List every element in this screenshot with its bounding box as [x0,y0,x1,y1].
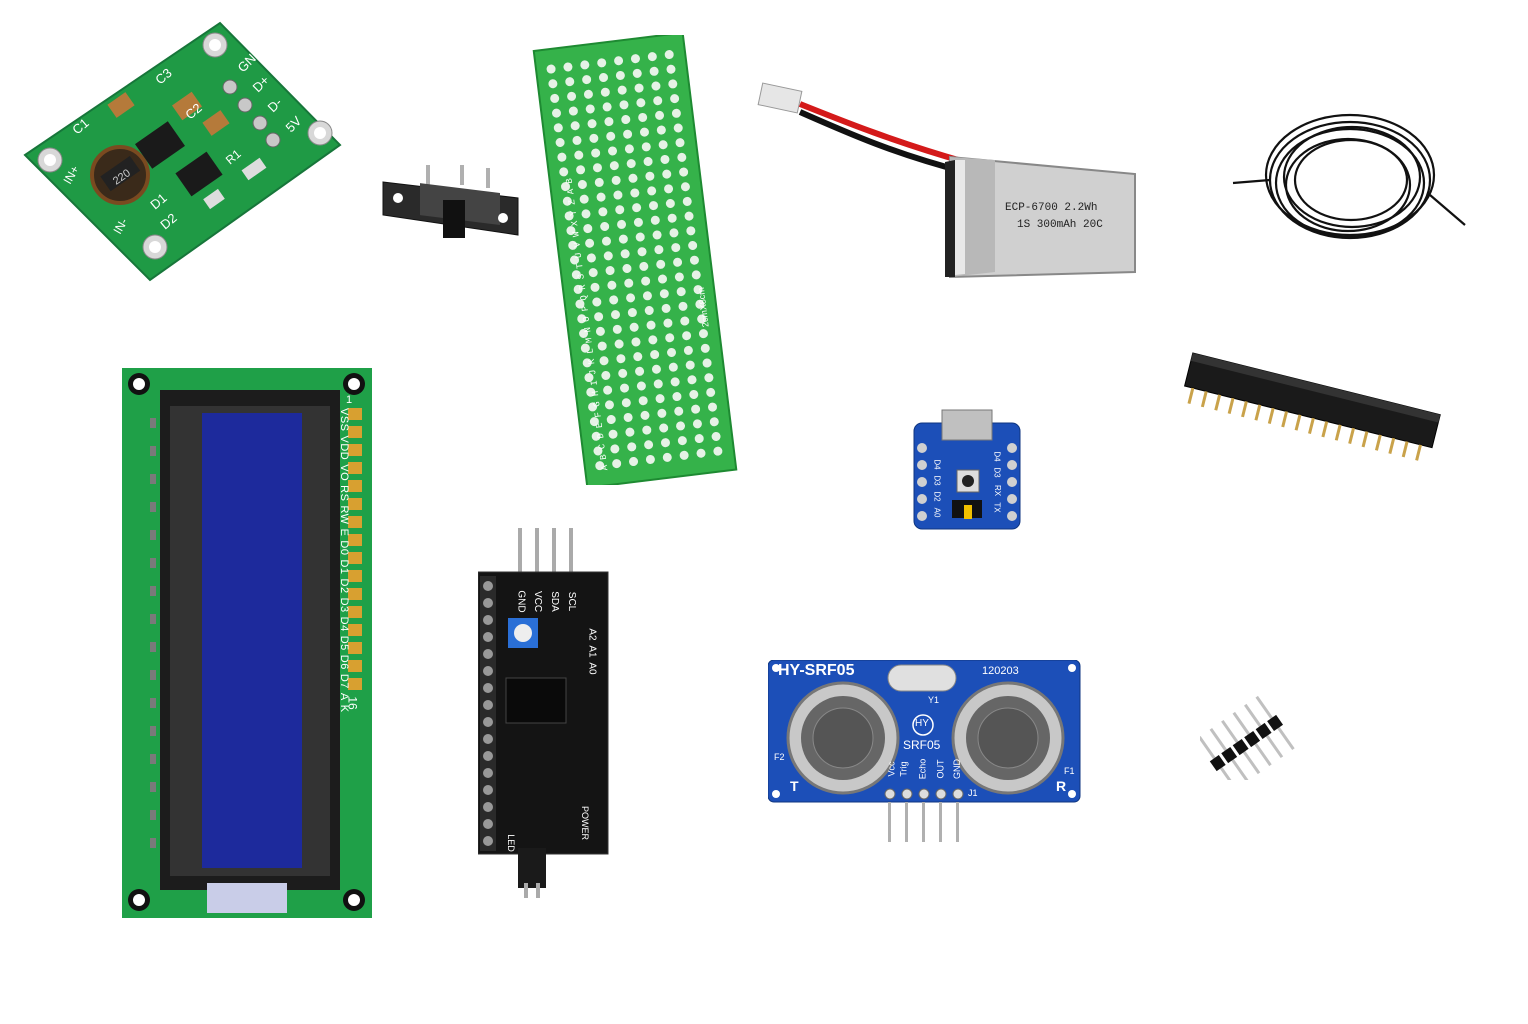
hy-srf05-ultrasonic-sensor: HY-SRF05 120203 Y1 HY SRF05 T R F2 F1 J1… [767,659,1083,845]
sensor-center-label: SRF05 [903,738,941,752]
micro-left-label-4: A0 [932,507,942,518]
label-in-minus: IN- [110,216,130,237]
sensor-t-label: T [790,778,799,794]
sensor-model: HY-SRF05 [778,662,855,679]
lcd-pin-label: VSS [338,408,350,432]
lcd-pin-label: D1 [338,559,350,575]
lcd-pin-label: RW [338,505,350,525]
micro-usb-board: D4 D3 D2 A0 D4 D3 RX TX [912,408,1024,533]
perfboard-size-label: 2cmX8cm [696,287,711,328]
lcd-pin-labels: VSSVDDVORSRWED0D1D2D3D4D5D6D7AK [336,408,356,713]
i2c-lcd-backpack: GND VCC SDA SCL A0 A1 A2 LED POWER [477,528,613,898]
backpack-pin-gnd: GND [515,590,527,613]
micro-right-label-2: D3 [992,467,1002,478]
sensor-crystal-label: Y1 [928,695,940,705]
lcd-pin-label: E [338,528,350,537]
lcd-pin-label: VO [338,464,350,482]
lcd-pin-label: RS [338,485,350,502]
backpack-pin-scl: SCL [566,591,578,612]
lcd-pin-label: D3 [338,597,350,613]
lipo-battery: ECP-6700 2.2Wh 1S 300mAh 20C [757,82,1136,279]
lcd-pin-label: D6 [338,654,350,670]
sensor-code: 120203 [982,665,1019,677]
battery-label-line1: ECP-6700 2.2Wh [1005,202,1097,214]
boost-converter-module: 220 GND D+ D- 5V C1 C3 C2 IN+ IN- D1 D2 … [23,21,342,282]
lcd-pin-label: VDD [338,435,350,461]
male-header-pins [1200,695,1295,780]
lcd-pin-label: D4 [338,616,350,632]
micro-right-label-4: TX [992,502,1002,513]
micro-left-label-2: D3 [932,475,942,486]
sensor-j1-label: J1 [968,788,978,798]
perfboard: ABCDEFGHIJKLMNOPQRSTUVWXYZAB 2cmX8cm [532,35,738,485]
female-header-strip [1183,352,1441,461]
battery-label-line2: 1S 300mAh 20C [1017,219,1103,231]
sensor-r-label: R [1056,778,1067,794]
sensor-f1-label: F1 [1064,766,1075,776]
sensor-pin-out: OUT [935,759,946,779]
backpack-pin-sda: SDA [548,591,560,612]
backpack-addr-a1: A1 [586,645,598,658]
micro-left-label-3: D2 [932,491,942,502]
lcd-pin-label: D2 [338,578,350,594]
sensor-pin-vcc: Vcc [886,761,897,777]
backpack-pin-vcc: VCC [532,590,544,613]
lcd-pin-last: 16 [345,696,360,710]
slide-switch [382,165,519,238]
lcd-pin-label: D5 [338,635,350,651]
backpack-addr-a2: A2 [586,628,598,641]
sensor-logo: HY [915,718,929,729]
backpack-addr-a0: A0 [586,662,598,675]
sensor-pin-trig: Trig [898,761,909,777]
lcd-pin-label: D0 [338,540,350,556]
sensor-pin-echo: Echo [917,758,928,780]
lcd-pin-first: 1 [346,394,353,406]
lcd-1602-module: VSSVDDVORSRWED0D1D2D3D4D5D6D7AK 1 16 [122,368,372,918]
micro-right-label-3: RX [993,484,1003,497]
lcd-pin-label: D7 [338,673,350,689]
sensor-f2-label: F2 [774,752,785,762]
sensor-pin-gnd: GND [952,759,962,779]
wire-spool [1232,113,1466,240]
micro-right-label-1: D4 [992,451,1002,462]
backpack-led-label: LED [505,834,516,852]
backpack-power-label: POWER [580,805,591,841]
micro-left-label-1: D4 [932,459,942,470]
